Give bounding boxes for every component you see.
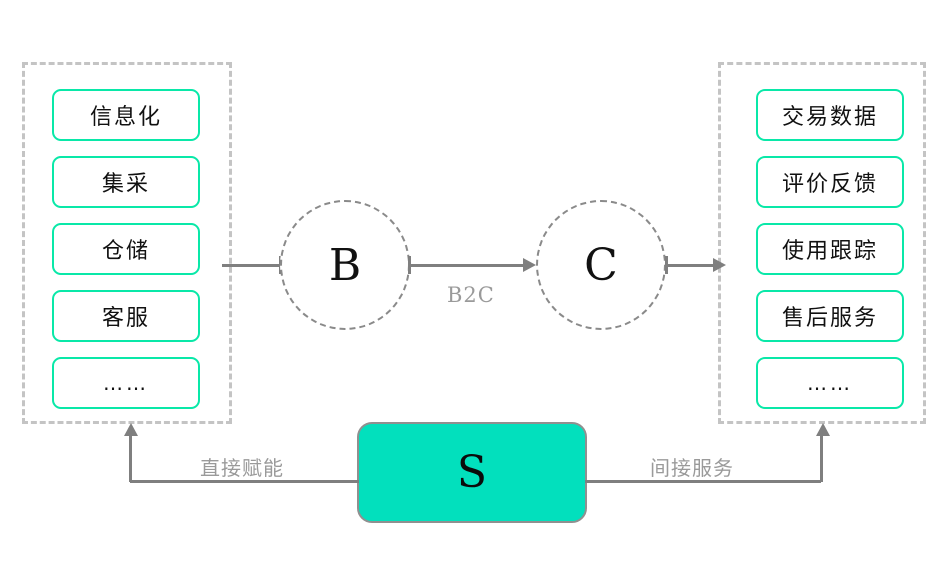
right-card-ellipsis-label: …… — [807, 371, 853, 395]
connector-s-to-left-horizontal — [130, 480, 359, 483]
connector-b-to-c — [409, 264, 531, 267]
edge-label-b2c: B2C — [447, 283, 495, 307]
node-c-label: C — [584, 239, 618, 291]
node-b-label: B — [328, 239, 362, 291]
edge-label-direct-empowerment: 直接赋能 — [200, 456, 284, 480]
left-card-2-label: 仓储 — [101, 239, 150, 264]
left-card-1[interactable]: 集采 — [52, 156, 200, 208]
connector-left-group-to-b — [222, 264, 282, 267]
left-card-3[interactable]: 客服 — [52, 290, 200, 342]
left-card-0[interactable]: 信息化 — [52, 89, 200, 141]
edge-label-indirect-service: 间接服务 — [650, 456, 734, 480]
left-card-ellipsis-label: …… — [103, 371, 149, 395]
right-card-1-label: 评价反馈 — [781, 172, 878, 197]
right-card-1[interactable]: 评价反馈 — [756, 156, 904, 208]
left-card-3-label: 客服 — [101, 306, 150, 331]
connector-c-to-right-group — [666, 264, 721, 267]
left-card-1-label: 集采 — [101, 172, 150, 197]
node-b[interactable]: B — [280, 200, 410, 330]
right-card-3[interactable]: 售后服务 — [756, 290, 904, 342]
right-card-0-label: 交易数据 — [781, 105, 878, 130]
connector-s-to-left-vertical — [129, 434, 132, 482]
connector-s-to-right-vertical — [820, 434, 823, 482]
connector-s-to-right-horizontal — [585, 480, 821, 483]
right-card-ellipsis[interactable]: …… — [756, 357, 904, 409]
right-card-0[interactable]: 交易数据 — [756, 89, 904, 141]
node-s-label: S — [456, 447, 488, 498]
right-card-3-label: 售后服务 — [781, 306, 878, 331]
node-s-platform[interactable]: S — [357, 422, 587, 523]
left-card-ellipsis[interactable]: …… — [52, 357, 200, 409]
right-data-group: 交易数据 评价反馈 使用跟踪 售后服务 …… — [718, 62, 926, 424]
arrowhead-s-to-right-icon — [816, 423, 830, 436]
right-card-2-label: 使用跟踪 — [781, 239, 878, 264]
arrowhead-s-to-left-icon — [124, 423, 138, 436]
arrowhead-c-to-right-icon — [713, 258, 726, 272]
left-card-2[interactable]: 仓储 — [52, 223, 200, 275]
node-c[interactable]: C — [536, 200, 666, 330]
arrowhead-b-to-c-icon — [523, 258, 536, 272]
right-card-2[interactable]: 使用跟踪 — [756, 223, 904, 275]
left-capability-group: 信息化 集采 仓储 客服 …… — [22, 62, 232, 424]
left-card-0-label: 信息化 — [89, 105, 162, 130]
